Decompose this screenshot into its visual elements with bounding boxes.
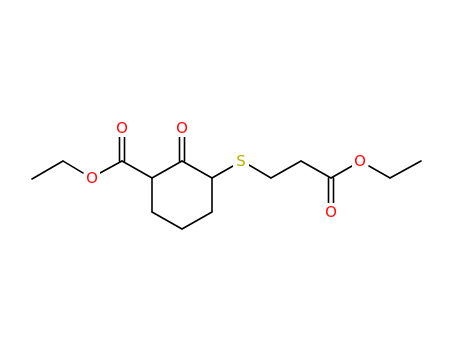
svg-text:O: O [116, 119, 128, 137]
bond-ester2-c-o [330, 165, 353, 179]
bond-ring-c4-c5 [181, 211, 213, 230]
atom-o-ether-ester1: O [84, 169, 100, 187]
atom-o-carbonyl-ester2: O [323, 203, 339, 221]
atom-o-ether-ester2: O [352, 152, 368, 170]
bond-ring-c2-c3 [181, 160, 213, 179]
bond-ring-c5-c6 [151, 211, 183, 230]
bond-ch2-ester2-c [300, 160, 332, 179]
atom-o-carbonyl-ester1: O [114, 119, 130, 137]
svg-text:O: O [325, 203, 337, 221]
bond-ethyl2-o-ch2 [368, 165, 391, 179]
svg-text:S: S [236, 152, 246, 170]
bond-ring-c1-c2 [151, 160, 183, 179]
bond-ester1-c-ring-c1 [121, 160, 153, 179]
bond-ester1-o-c [99, 160, 123, 174]
atom-s-thioether: S [233, 152, 249, 170]
bond-s-ch2 [248, 164, 272, 179]
bond-ch2-ch2 [270, 160, 302, 179]
bond-ring-c3-s [211, 165, 234, 179]
svg-text:O: O [176, 119, 188, 137]
bond-ethyl1-ch3-ch2 [31, 160, 64, 180]
atom-o-ketone: O [174, 119, 190, 137]
svg-text:O: O [354, 152, 366, 170]
bond-ethyl1-ch2-o [62, 160, 84, 174]
svg-text:O: O [86, 169, 98, 187]
bond-ethyl2-ch2-ch3 [389, 160, 422, 179]
